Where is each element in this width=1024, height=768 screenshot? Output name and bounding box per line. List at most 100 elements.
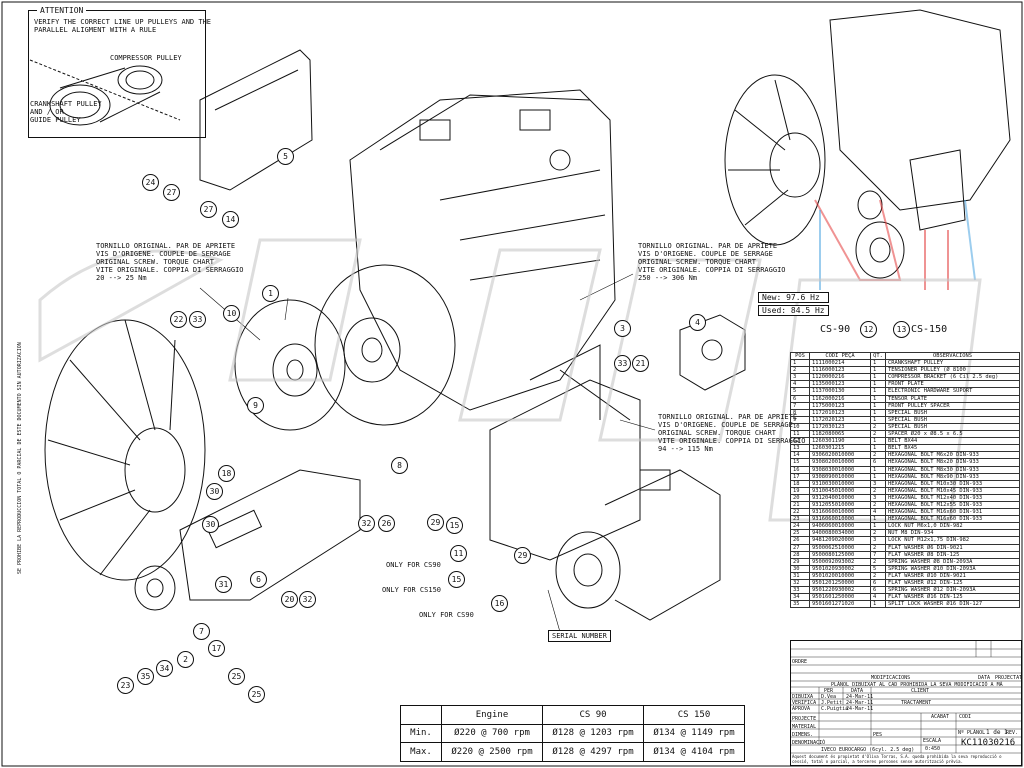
freq-new: New: 97.6 Hz: [758, 292, 829, 303]
parts-cell-pos: 30: [790, 564, 810, 573]
belt-highlight-blue: [819, 199, 976, 290]
crankshaft-pulley: [234, 299, 346, 431]
balloon: 2: [177, 651, 194, 668]
balloon: 6: [250, 571, 267, 588]
parts-cell-obs: HEXAGONAL BOLT M16x60 DIN-931: [885, 508, 1020, 517]
parts-cell-obs: FLAT WASHER Ø10 DIN-9021: [885, 571, 1020, 581]
parts-cell-code: 9501601271020: [809, 600, 871, 609]
leader-lines: [199, 273, 656, 633]
parts-cell-qty: 2: [870, 557, 886, 566]
parts-cell-qty: 5: [870, 564, 886, 573]
parts-cell-pos: 32: [790, 578, 810, 588]
parts-cell-pos: 21: [790, 500, 810, 510]
parts-cell-code: 9308030010000: [809, 465, 871, 474]
attention-box: ATTENTION: [28, 6, 206, 138]
balloon: 10: [223, 305, 240, 322]
balloon: 22: [170, 311, 187, 328]
parts-cell-qty: 1: [870, 437, 886, 446]
parts-cell-code: 1260301215: [809, 444, 871, 453]
parts-cell-obs: BELT BX45: [885, 444, 1020, 453]
speed-cell: Ø220 @ 700 rpm: [441, 723, 543, 744]
speed-row-min: Min. Ø220 @ 700 rpm Ø128 @ 1203 rpm Ø134…: [400, 723, 745, 744]
balloon: 34: [156, 660, 173, 677]
parts-cell-code: 1172020123: [809, 415, 871, 424]
parts-cell-obs: BELT BX44: [885, 437, 1020, 446]
balloon: 27: [200, 201, 217, 218]
parts-cell-pos: 31: [790, 571, 810, 581]
tb-plano-no: Nº PLÀNOL: [958, 730, 986, 736]
parts-list-table: POS CODI PEÇA QT. OBSERVACIONS 1 11110002…: [790, 351, 1020, 609]
front-plate: [679, 314, 746, 391]
tb-tractament: TRACTAMENT: [901, 700, 932, 706]
tb-plano-note: PLÀNOL DIBUIXAT AL CAD PROHIBIDA LA SEVA…: [831, 682, 1003, 688]
parts-cell-obs: SPRING WASHER Ø12 DIN-2093A: [885, 586, 1020, 595]
tb-modif: MODIFICACIONS: [871, 675, 911, 681]
tb-ordre: ORDRE: [792, 659, 808, 665]
parts-cell-pos: 28: [790, 550, 810, 559]
parts-cell-code: 9308090010000: [809, 472, 871, 481]
tb-verifica-date: 24-Mar-11: [846, 700, 874, 706]
tb-projectat: PROJECTAT: [995, 675, 1023, 681]
parts-cell-obs: HEXAGONAL BOLT M16x60 DIN-933: [885, 515, 1020, 524]
parts-header-obs: OBSERVACIONS: [885, 351, 1020, 361]
parts-cell-pos: 14: [790, 451, 810, 460]
balloon: 30: [206, 483, 223, 500]
variant-cs90-label: CS-90: [820, 324, 851, 335]
parts-cell-code: 9316060010000: [809, 508, 871, 517]
parts-cell-pos: 29: [790, 557, 810, 566]
parts-cell-obs: HEXAGONAL BOLT M8x90 DIN-933: [885, 472, 1020, 481]
parts-cell-obs: FLAT WASHER Ø16 DIN-125: [885, 593, 1020, 602]
parts-cell-code: 1111000214: [809, 359, 871, 368]
bracket-plate-5: [199, 49, 313, 191]
tb-sheet: 1 de 1: [986, 729, 1008, 736]
parts-cell-qty: 3: [870, 493, 886, 502]
parts-cell-pos: 20: [790, 493, 810, 502]
balloon: 15: [446, 517, 463, 534]
parts-cell-obs: SPACER Ø20 x Ø8.5 x 6.5: [885, 430, 1020, 439]
tb-data: DATA: [978, 675, 991, 681]
parts-cell-pos: 12: [790, 437, 810, 446]
parts-cell-obs: CRANKSHAFT PULLEY: [885, 359, 1020, 368]
parts-cell-pos: 11: [790, 430, 810, 439]
compressor-bracket: [489, 344, 641, 561]
balloon: 16: [491, 595, 508, 612]
parts-cell-code: 9306020010000: [809, 451, 871, 460]
tb-projecte: PROJECTE: [792, 716, 817, 722]
parts-cell-code: 1162000216: [809, 394, 871, 403]
parts-cell-obs: ELECTRONIC HARDWARE SUPORT: [885, 387, 1020, 396]
parts-header-pos: POS: [790, 351, 810, 361]
speed-header-engine: Engine: [441, 705, 543, 725]
parts-cell-obs: FLAT WASHER Ø8 DIN-125: [885, 550, 1020, 559]
parts-cell-pos: 24: [790, 522, 810, 531]
parts-cell-obs: HEXAGONAL BOLT M6x20 DIN-933: [885, 451, 1020, 460]
assembly-view: [724, 9, 1011, 279]
parts-cell-qty: 1: [870, 444, 886, 453]
parts-cell-pos: 33: [790, 586, 810, 595]
tb-data-2: DATA: [851, 688, 864, 694]
pulley-speed-table: Engine CS 90 CS 150 Min. Ø220 @ 700 rpm …: [400, 705, 745, 762]
parts-cell-obs: FLAT WASHER Ø6 DIN-9021: [885, 543, 1020, 552]
tb-footer: Aquest document és propietat d'Oliva Tor…: [792, 754, 1002, 764]
torque-note-left: TORNILLO ORIGINAL. PAR DE APRIETE VIS D'…: [96, 242, 244, 282]
parts-cell-pos: 3: [790, 373, 810, 382]
parts-header-row: POS CODI PEÇA QT. OBSERVACIONS: [790, 351, 1020, 361]
tb-denominacio: DENOMINACIÓ: [792, 740, 826, 746]
speed-cell: Ø220 @ 2500 rpm: [441, 742, 543, 762]
parts-cell-code: 9501020930002: [809, 564, 871, 573]
parts-cell-code: 9501601250000: [809, 593, 871, 602]
